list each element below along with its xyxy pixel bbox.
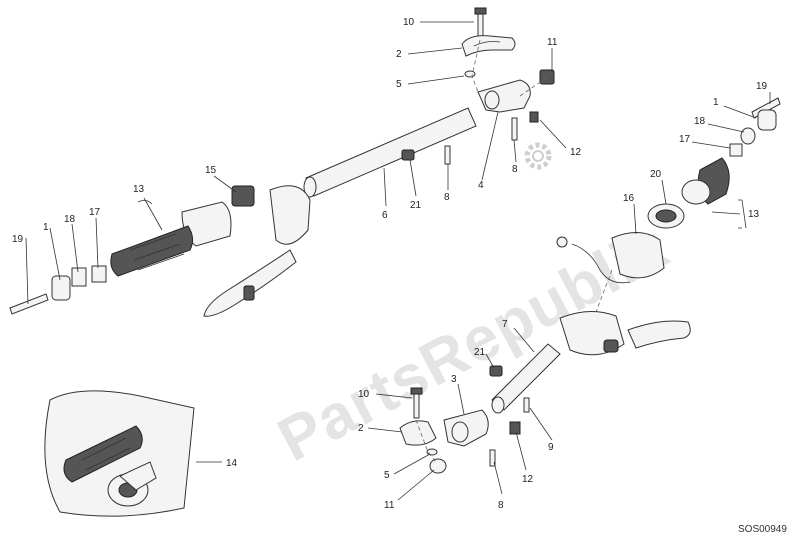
callout-21-lower: 21	[474, 347, 486, 358]
callout-13-left: 13	[133, 184, 145, 195]
diagram-code: SOS00949	[738, 524, 787, 535]
callout-11-lower: 11	[384, 500, 395, 511]
handlebar-tube-left	[303, 107, 477, 198]
callout-17-left: 17	[89, 207, 101, 218]
callout-11: 11	[547, 37, 558, 48]
handlebar-tube-right	[489, 343, 561, 414]
clamp-cap-2b-part	[399, 420, 437, 446]
upper-clamp-assembly	[461, 7, 555, 141]
callout-3: 3	[451, 374, 457, 385]
switch-housing-16-part	[611, 232, 665, 279]
grip-end-part	[681, 179, 711, 205]
callout-18-right: 18	[694, 116, 706, 127]
bolt-19-part	[9, 293, 49, 315]
spacer-17b-part	[729, 143, 743, 157]
callout-21: 21	[410, 200, 422, 211]
gear-icon	[524, 142, 552, 170]
bar-end-1-part	[51, 275, 71, 301]
grip-part	[110, 225, 194, 277]
bolt-10b-part	[413, 391, 420, 419]
callout-19-left: 19	[12, 234, 24, 245]
callout-5-lower: 5	[384, 470, 390, 481]
inset-accessory-grips	[44, 390, 195, 517]
switch-housing-15-part	[231, 185, 255, 207]
left-controls	[181, 185, 311, 317]
washer-5b-part	[426, 448, 438, 456]
nut-11b-part	[429, 458, 447, 474]
callout-2-lower: 2	[358, 423, 364, 434]
lower-clamp-assembly	[399, 387, 521, 474]
callout-10-lower: 10	[358, 389, 370, 400]
connector-part	[243, 285, 255, 301]
switch-cube-part	[181, 201, 232, 247]
callout-2: 2	[396, 49, 402, 60]
clamp-cap-part	[461, 35, 516, 57]
callout-10: 10	[403, 17, 415, 28]
left-grip-assembly	[9, 200, 194, 315]
callout-12: 12	[570, 147, 582, 158]
callout-7: 7	[502, 319, 508, 330]
bolt-head-part	[474, 7, 487, 15]
spacer-18-part	[71, 267, 87, 287]
callout-13-right: 13	[748, 209, 760, 220]
plug-21b-part	[489, 365, 503, 377]
callout-16: 16	[623, 193, 635, 204]
screw-part	[529, 111, 539, 123]
leader-lines	[25, 21, 771, 501]
callout-8: 8	[512, 164, 518, 175]
spacer-18b-part	[740, 127, 756, 145]
callout-12-lower: 12	[522, 474, 534, 485]
callout-1-right: 1	[713, 97, 719, 108]
spacer-17-part	[91, 265, 107, 283]
callout-8-lower: 8	[498, 500, 504, 511]
pin-8c-part	[489, 449, 496, 467]
tube-end-part	[303, 176, 317, 198]
callout-5: 5	[396, 79, 402, 90]
callout-9: 9	[548, 442, 554, 453]
pin-part	[511, 117, 518, 141]
plug-21-part	[401, 149, 415, 161]
brake-lever-part	[627, 320, 691, 349]
pin-8-part	[444, 145, 451, 165]
master-cylinder-part	[269, 185, 311, 245]
callout-4: 4	[478, 180, 484, 191]
right-brake-controls	[559, 311, 691, 356]
callout-17-right: 17	[679, 134, 691, 145]
bolt-part	[477, 11, 484, 39]
screw-12b-part	[509, 421, 521, 435]
bar-end-1b-part	[757, 109, 777, 131]
callout-14: 14	[226, 458, 238, 469]
callout-15: 15	[205, 165, 217, 176]
washer-part	[464, 70, 476, 78]
clutch-lever-part	[203, 249, 297, 317]
brake-switch-part	[603, 339, 619, 353]
wire-connector-part	[556, 236, 568, 248]
callout-20: 20	[650, 169, 662, 180]
callout-1-left: 1	[43, 222, 49, 233]
callout-6: 6	[382, 210, 388, 221]
callout-labels: 10 2 5 11 8 12 4 6 21 8 15 13 19 1 18 17…	[12, 17, 768, 511]
nut-part	[539, 69, 555, 85]
right-grip-assembly	[556, 97, 781, 313]
clamp-bore-part	[484, 90, 500, 110]
callout-8-tube: 8	[444, 192, 450, 203]
callout-18-left: 18	[64, 214, 76, 225]
pin-9-part	[523, 397, 530, 413]
callout-19-right: 19	[756, 81, 768, 92]
